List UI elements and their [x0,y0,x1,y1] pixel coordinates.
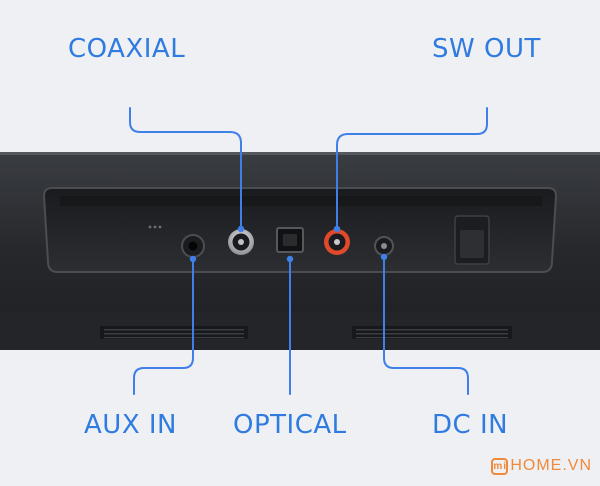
coaxial-callout-dot [237,225,245,233]
optical-label: OPTICAL [233,410,347,440]
aux-in-label: AUX IN [84,410,178,440]
recess-inner-shadow [60,196,542,206]
coaxial-jack-icon [228,229,254,255]
dc-in-callout-dot [380,253,388,261]
aux-jack-icon [181,234,205,258]
sw-out-label: SW OUT [432,34,541,64]
aux-in-callout-line [133,257,194,395]
dc-jack-icon [374,236,394,256]
sw-out-callout-line [336,107,488,229]
optical-port-icon [276,227,304,253]
watermark-text: HOME.VN [510,457,592,474]
aux-in-callout-dot [189,255,197,263]
sw-out-callout-dot [333,225,341,233]
vent-slots-left [104,329,244,339]
dc-in-label: DC IN [432,410,509,440]
sw-out-jack-icon [324,229,350,255]
indicator-dots [148,225,162,229]
coaxial-label: COAXIAL [68,34,186,64]
watermark: mi HOME.VN [491,457,592,475]
mi-logo-icon: mi [491,457,509,475]
optical-callout-dot [286,255,294,263]
dc-in-callout-line [383,255,469,395]
coaxial-callout-line [129,107,242,229]
vent-slots-right [356,329,508,339]
power-switch-icon [454,215,490,265]
body-highlight [0,152,600,155]
